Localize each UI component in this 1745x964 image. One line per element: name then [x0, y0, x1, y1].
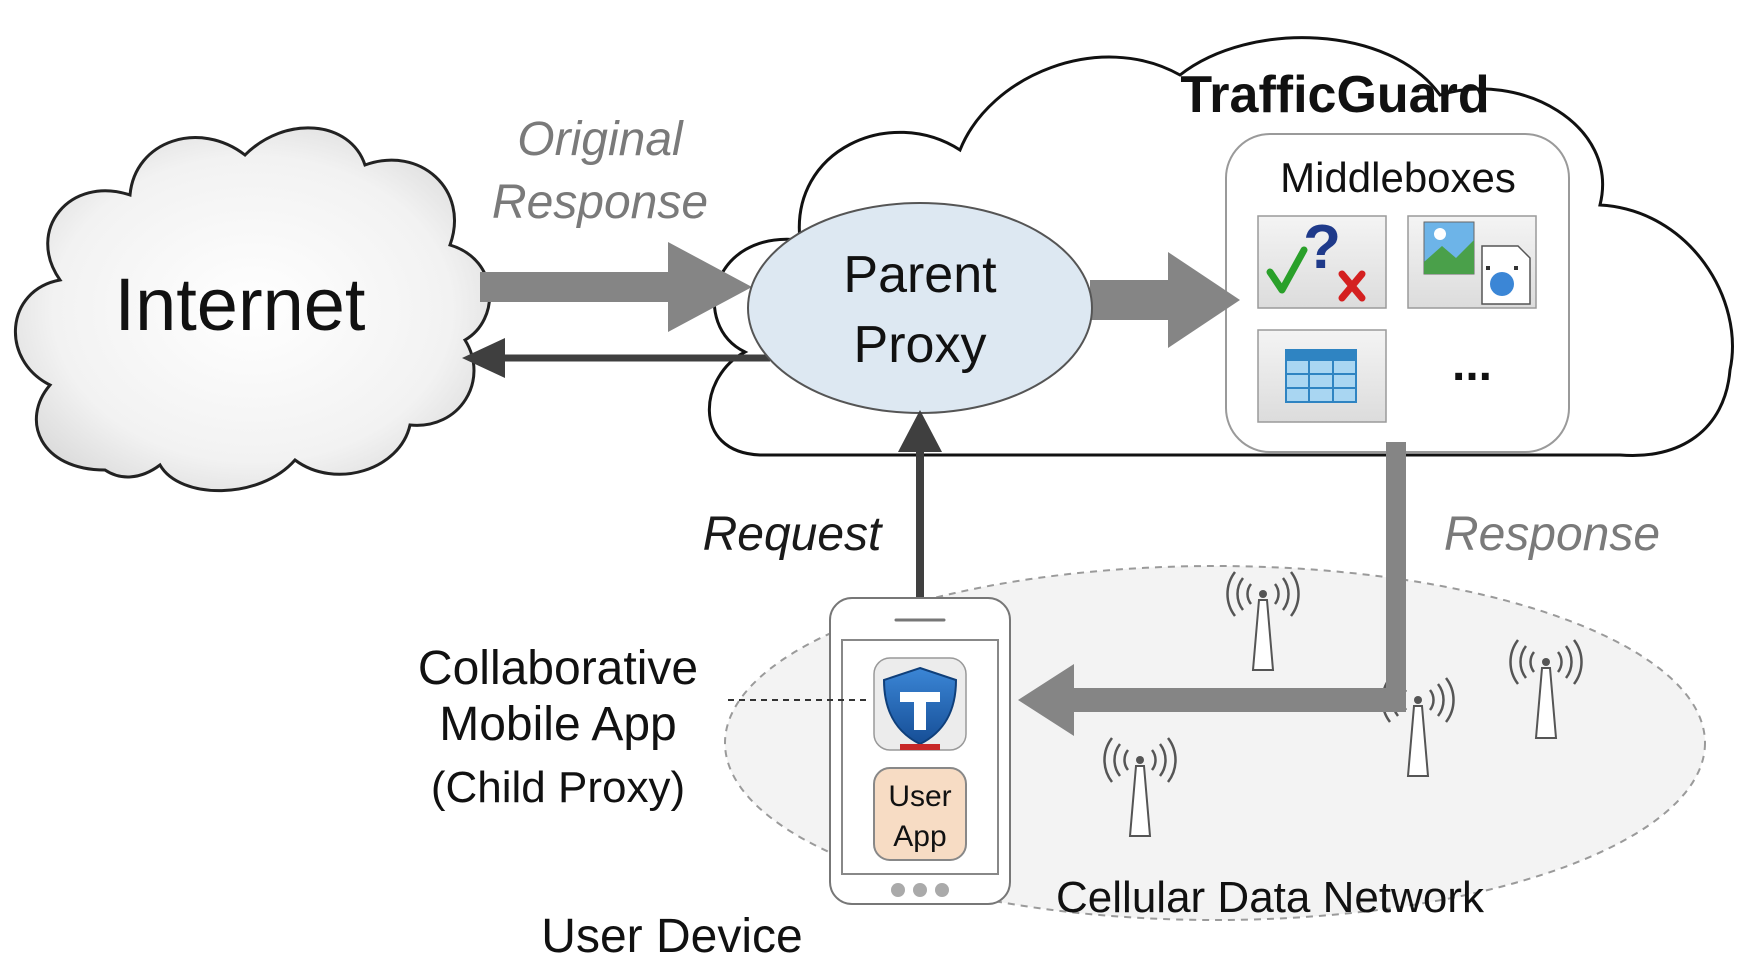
parent-proxy-label-line1: Parent [843, 246, 997, 304]
response-label: Response [1444, 508, 1660, 561]
user-app-tile [873, 767, 967, 861]
parent-proxy-label-line2: Proxy [854, 316, 987, 374]
return-to-internet-arrow [462, 338, 770, 378]
table-icon [1257, 329, 1387, 423]
cell-tower-icon [1226, 571, 1300, 671]
request-arrow [898, 410, 942, 598]
user-device-label: User Device [541, 910, 802, 963]
collaborative-app-shield-icon [873, 657, 967, 751]
internet-cloud [14, 126, 492, 493]
cellular-network-label: Cellular Data Network [1056, 873, 1485, 922]
cell-tower-icon [1509, 639, 1583, 739]
trafficguard-title: TrafficGuard [1180, 66, 1489, 124]
collaborative-app-label-line2: Mobile App [439, 698, 677, 751]
svg-text:?: ? [1303, 213, 1341, 282]
proxy-to-middleboxes-arrow [1090, 252, 1240, 348]
original-response-label-line2: Response [492, 176, 708, 229]
ellipsis-icon: ... [1452, 338, 1492, 391]
user-app-label-line2: App [893, 820, 946, 853]
collaborative-app-label-line3: (Child Proxy) [431, 763, 685, 812]
request-label: Request [703, 508, 883, 561]
original-response-label-line1: Original [517, 113, 684, 166]
response-arrow [1018, 442, 1406, 736]
user-app-label-line1: User [888, 780, 951, 813]
cell-tower-icon [1103, 737, 1177, 837]
middleboxes-title: Middleboxes [1280, 154, 1516, 201]
check-question-cross-icon: ? [1257, 213, 1387, 309]
image-compression-icon [1407, 215, 1537, 309]
internet-label: Internet [115, 263, 366, 346]
collaborative-app-label-line1: Collaborative [418, 642, 698, 695]
original-response-arrow [480, 242, 752, 332]
parent-proxy-node [747, 202, 1093, 414]
